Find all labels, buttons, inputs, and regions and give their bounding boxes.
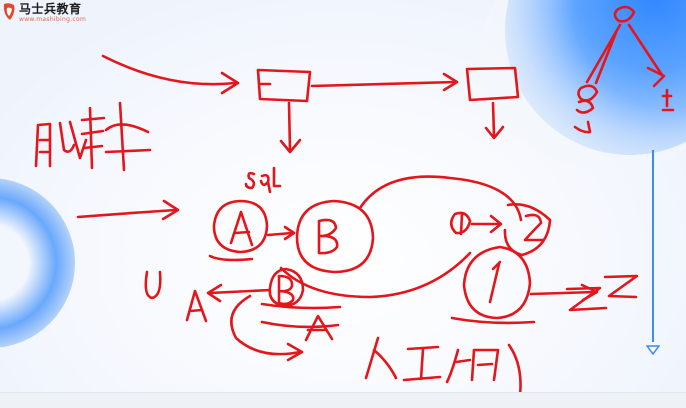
ink-arrow-box1-box2 xyxy=(310,80,457,88)
ink-text-u xyxy=(144,270,162,300)
ink-text-sql xyxy=(244,166,282,194)
ink-arrow-top xyxy=(101,54,237,86)
ink-circle-a xyxy=(212,199,269,254)
handwriting-layer xyxy=(34,5,675,392)
ink-text-jiaoben xyxy=(34,120,88,168)
ink-one-two xyxy=(449,211,472,235)
ink-box-1 xyxy=(256,68,312,103)
ink-text-rengong xyxy=(364,336,398,380)
ink-small-a xyxy=(304,314,334,342)
ink-loop xyxy=(358,175,523,222)
ink-circle-b xyxy=(295,199,375,274)
brand-name: 马士兵教育 xyxy=(19,2,82,16)
whiteboard-slide: 马士兵教育 www.mashibing.com xyxy=(0,0,686,392)
ink-tree xyxy=(613,5,636,23)
ink-arrow-left xyxy=(76,208,178,219)
ink-circle-one xyxy=(462,245,532,320)
brand-logo-icon xyxy=(3,3,15,20)
brand-logo: 马士兵教育 www.mashibing.com xyxy=(2,2,86,24)
ink-z-z xyxy=(565,274,639,312)
ink-box-2 xyxy=(465,66,520,102)
ink-arrow-down-1 xyxy=(287,101,292,152)
triangle-down-icon[interactable] xyxy=(646,343,660,357)
ink-arrow-down-2 xyxy=(491,101,496,138)
brand-url: www.mashibing.com xyxy=(19,16,87,23)
scrollbar-track[interactable] xyxy=(652,150,654,342)
vertical-scrollbar[interactable] xyxy=(646,150,660,360)
bottom-bar xyxy=(0,392,686,408)
ink-curve-arrow xyxy=(230,294,302,356)
ink-text-a-left xyxy=(185,289,208,323)
